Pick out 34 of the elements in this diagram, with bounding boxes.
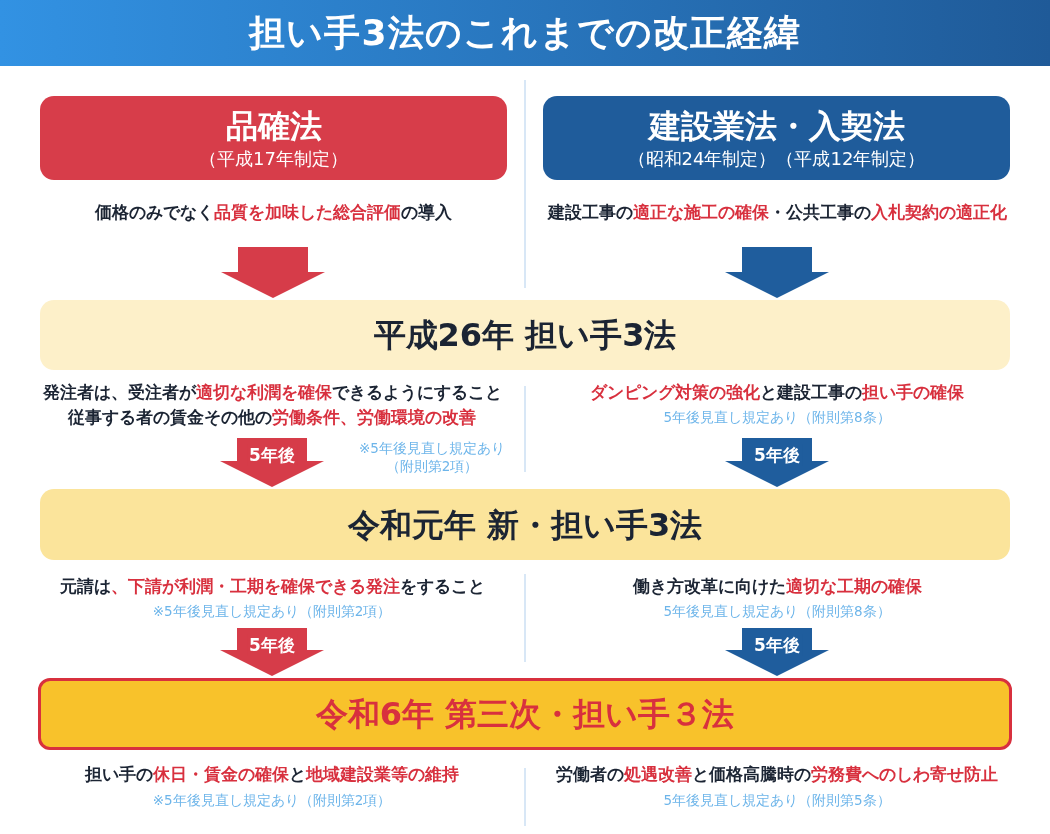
enactment-date: （昭和24年制定）（平成12年制定）	[627, 147, 926, 171]
edge-label: 5年後	[752, 634, 802, 656]
description-text: 元請は、下請が利潤・工期を確保できる発注をすること	[59, 576, 485, 598]
title-banner: 担い手3法のこれまでの改正経緯	[0, 0, 1050, 66]
note-text: 5年後見直し規定あり（附則第5条）	[663, 791, 891, 809]
description-text: 担い手の休日・賃金の確保と地域建設業等の維持	[85, 764, 459, 786]
era-band	[40, 300, 1010, 370]
description-text: 価格のみでなく品質を加味した総合評価の導入	[94, 202, 452, 224]
description-text: ダンピング対策の強化と建設工事の担い手の確保	[590, 382, 964, 404]
law-name: 品確法	[225, 106, 322, 147]
description-text: 働き方改革に向けた適切な工期の確保	[632, 576, 922, 598]
note-text: ※5年後見直し規定あり（附則第2項）	[152, 602, 392, 620]
description-text: 建設工事の適正な施工の確保・公共工事の入札契約の適正化	[547, 202, 1007, 224]
law-name: 建設業法・入契法	[648, 106, 905, 147]
block-arrow	[725, 247, 829, 298]
era-band	[40, 489, 1010, 560]
note-text: 5年後見直し規定あり（附則第8条）	[663, 602, 891, 620]
description-text: 従事する者の賃金その他の労働条件、労働環境の改善	[68, 407, 476, 429]
edge-label: 5年後	[247, 444, 297, 466]
law-box	[40, 96, 507, 180]
description-text: 発注者は、受注者が適切な利潤を確保できるようにすること	[42, 382, 502, 404]
note-text: ※5年後見直し規定あり（附則第2項）	[358, 439, 506, 475]
block-arrow	[221, 247, 325, 298]
highlight-band	[38, 678, 1012, 750]
description-text: 労働者の処遇改善と価格高騰時の労務費へのしわ寄せ防止	[556, 764, 998, 786]
note-text: ※5年後見直し規定あり（附則第2項）	[152, 791, 392, 809]
law-box	[543, 96, 1010, 180]
edge-label: 5年後	[752, 444, 802, 466]
edge-label: 5年後	[247, 634, 297, 656]
band-title: 令和6年 第三次・担い手３法	[315, 694, 735, 734]
band-title: 令和元年 新・担い手3法	[347, 504, 703, 545]
band-title: 平成26年 担い手3法	[373, 315, 677, 355]
enactment-date: （平成17年制定）	[199, 147, 348, 171]
note-text: 5年後見直し規定あり（附則第8条）	[663, 408, 891, 426]
